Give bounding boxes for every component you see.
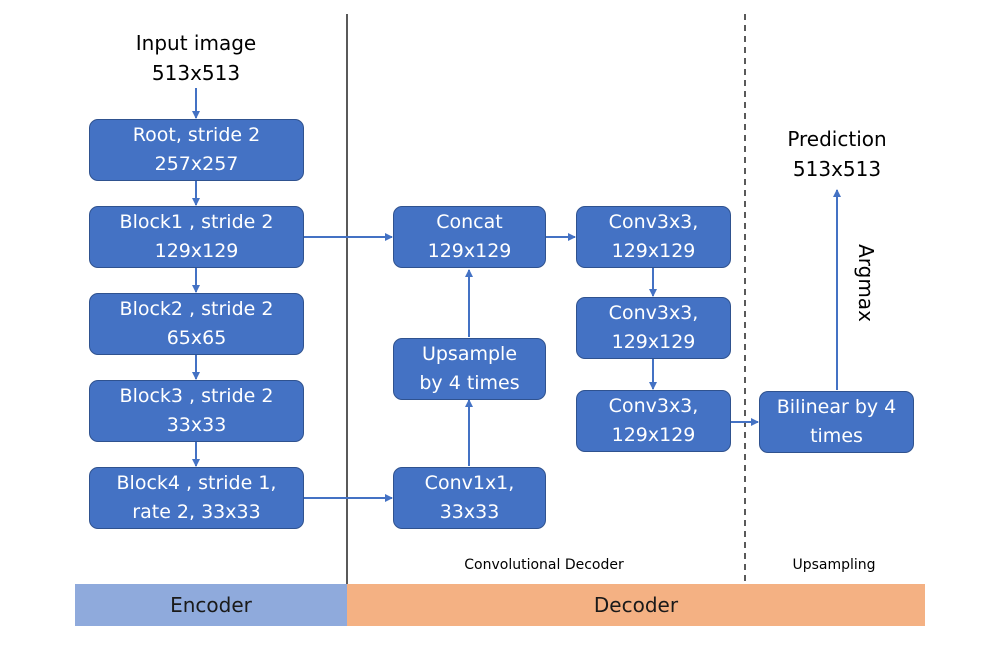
upsample-node: Upsample by 4 times bbox=[393, 338, 546, 400]
concat-node-line2: 129x129 bbox=[427, 240, 512, 262]
conv3x3-node-1: Conv3x3, 129x129 bbox=[576, 206, 731, 268]
block1-node-line1: Block1 , stride 2 bbox=[119, 211, 274, 233]
prediction-label: Prediction 513x513 bbox=[787, 127, 887, 181]
block3-node: Block3 , stride 2 33x33 bbox=[89, 380, 304, 442]
bilinear-node-line1: Bilinear by 4 bbox=[776, 396, 897, 418]
block3-node-line1: Block3 , stride 2 bbox=[119, 385, 274, 407]
block3-node-line2: 33x33 bbox=[166, 414, 227, 436]
upsampling-label: Upsampling bbox=[792, 557, 876, 573]
block2-node-line1: Block2 , stride 2 bbox=[119, 298, 274, 320]
conv3x3-node-1-line1: Conv3x3, bbox=[608, 211, 699, 233]
bilinear-node-line2: times bbox=[810, 425, 863, 447]
conv1x1-node-line1: Conv1x1, bbox=[424, 472, 515, 494]
upsample-node-line2: by 4 times bbox=[419, 372, 520, 394]
conv3x3-node-2-line1: Conv3x3, bbox=[608, 302, 699, 324]
conv1x1-node: Conv1x1, 33x33 bbox=[393, 467, 546, 529]
upsample-node-line1: Upsample bbox=[421, 343, 518, 365]
root-node-line1: Root, stride 2 bbox=[132, 124, 261, 146]
conv3x3-node-2: Conv3x3, 129x129 bbox=[576, 297, 731, 359]
block2-node: Block2 , stride 2 65x65 bbox=[89, 293, 304, 355]
block4-node: Block4 , stride 1, rate 2, 33x33 bbox=[89, 467, 304, 529]
block4-node-line2: rate 2, 33x33 bbox=[132, 501, 261, 523]
decoder-band: Decoder bbox=[347, 584, 925, 626]
concat-node-line1: Concat bbox=[436, 211, 503, 233]
conv3x3-node-3-line2: 129x129 bbox=[611, 424, 696, 446]
block4-node-line1: Block4 , stride 1, bbox=[116, 472, 277, 494]
conv3x3-node-2-line2: 129x129 bbox=[611, 331, 696, 353]
argmax-label: Argmax bbox=[854, 244, 878, 322]
concat-node: Concat 129x129 bbox=[393, 206, 546, 268]
root-node-line2: 257x257 bbox=[154, 153, 239, 175]
bilinear-node: Bilinear by 4 times bbox=[759, 391, 914, 453]
input-label: Input image 513x513 bbox=[135, 31, 257, 85]
block1-node-line2: 129x129 bbox=[154, 240, 239, 262]
conv3x3-node-3: Conv3x3, 129x129 bbox=[576, 390, 731, 452]
conv3x3-node-3-line1: Conv3x3, bbox=[608, 395, 699, 417]
convolutional-decoder-label: Convolutional Decoder bbox=[464, 557, 624, 573]
block1-node: Block1 , stride 2 129x129 bbox=[89, 206, 304, 268]
block2-node-line2: 65x65 bbox=[166, 327, 227, 349]
root-node: Root, stride 2 257x257 bbox=[89, 119, 304, 181]
conv3x3-node-1-line2: 129x129 bbox=[611, 240, 696, 262]
conv1x1-node-line2: 33x33 bbox=[439, 501, 500, 523]
encoder-band: Encoder bbox=[75, 584, 347, 626]
